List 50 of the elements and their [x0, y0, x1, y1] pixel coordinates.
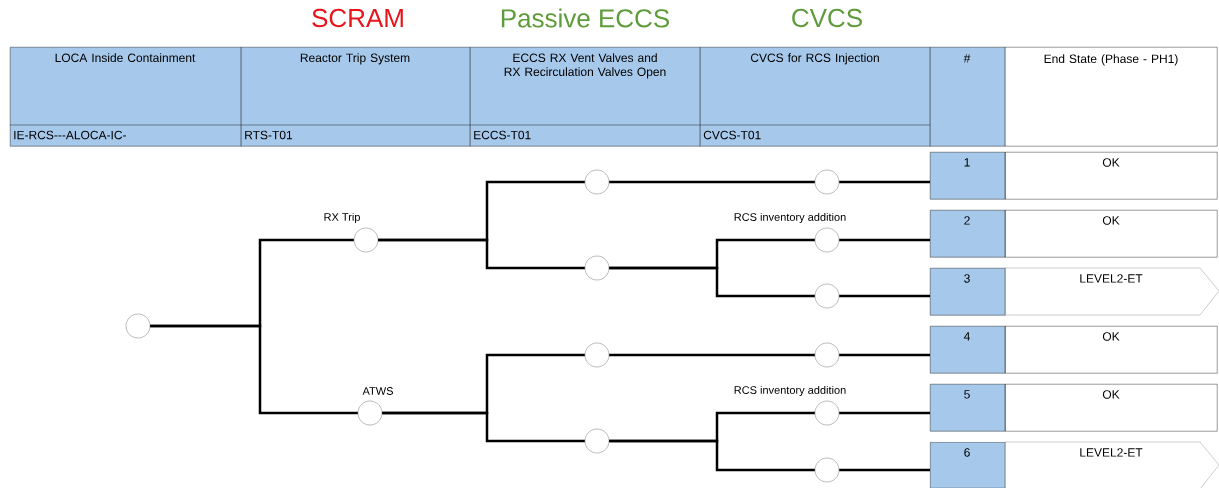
sequence-number-cell: 3 — [930, 268, 1006, 316]
header-cell: Reactor Trip System RTS-T01 — [240, 47, 471, 147]
branch-line — [839, 238, 930, 242]
branch-line — [609, 180, 815, 184]
branch-circle — [814, 342, 840, 368]
column-group-label: CVCS — [792, 8, 862, 28]
branch-circle — [814, 169, 840, 195]
end-state-cell: OK — [1005, 384, 1218, 432]
branch-circle — [584, 169, 610, 195]
header-cell: LOCA Inside Containment IE-RCS---ALOCA-IC- — [9, 47, 242, 147]
column-group-label: Passive ECCS — [501, 8, 669, 28]
header-cell: # — [930, 47, 1006, 147]
branch-circle — [814, 457, 840, 483]
branch-line — [839, 180, 930, 184]
branch-line — [839, 294, 930, 298]
branch-line — [609, 266, 815, 298]
branch-circle — [357, 400, 383, 426]
branch-label: RX Trip — [324, 212, 360, 224]
end-state-pentagon: LEVEL2-ET — [1004, 267, 1219, 316]
branch-circle — [814, 400, 840, 426]
end-state-cell: OK — [1005, 210, 1218, 258]
sequence-number-cell: 1 — [930, 152, 1006, 200]
end-state-pentagon: LEVEL2-ET — [1004, 441, 1219, 488]
branch-line — [609, 353, 815, 357]
branch-circle — [353, 227, 379, 253]
branch-label: RCS inventory addition — [734, 212, 846, 224]
sequence-number-cell: 6 — [930, 442, 1006, 488]
branch-circle — [584, 428, 610, 454]
branch-circle — [584, 342, 610, 368]
branch-circle — [814, 227, 840, 253]
sequence-number-cell: 4 — [930, 326, 1006, 374]
end-state-cell: OK — [1005, 152, 1218, 200]
end-state-cell: OK — [1005, 326, 1218, 374]
branch-line — [378, 238, 585, 270]
branch-label: RCS inventory addition — [734, 385, 846, 397]
column-group-label: SCRAM — [312, 8, 403, 28]
branch-line — [839, 411, 930, 415]
branch-circle — [125, 313, 151, 339]
branch-line — [150, 324, 358, 415]
branch-circle — [814, 283, 840, 309]
sequence-number-cell: 2 — [930, 210, 1006, 258]
branch-circle — [584, 255, 610, 281]
branch-line — [839, 353, 930, 357]
branch-line — [839, 468, 930, 472]
branch-label: ATWS — [362, 387, 393, 395]
branch-line — [609, 439, 815, 472]
header-cell: End State (Phase - PH1) — [1005, 47, 1218, 147]
sequence-number-cell: 5 — [930, 384, 1006, 432]
header-cell: ECCS RX Vent Valves and RX Recirculation Valves Open ECCS-T01 — [469, 47, 701, 147]
branch-line — [382, 411, 585, 443]
